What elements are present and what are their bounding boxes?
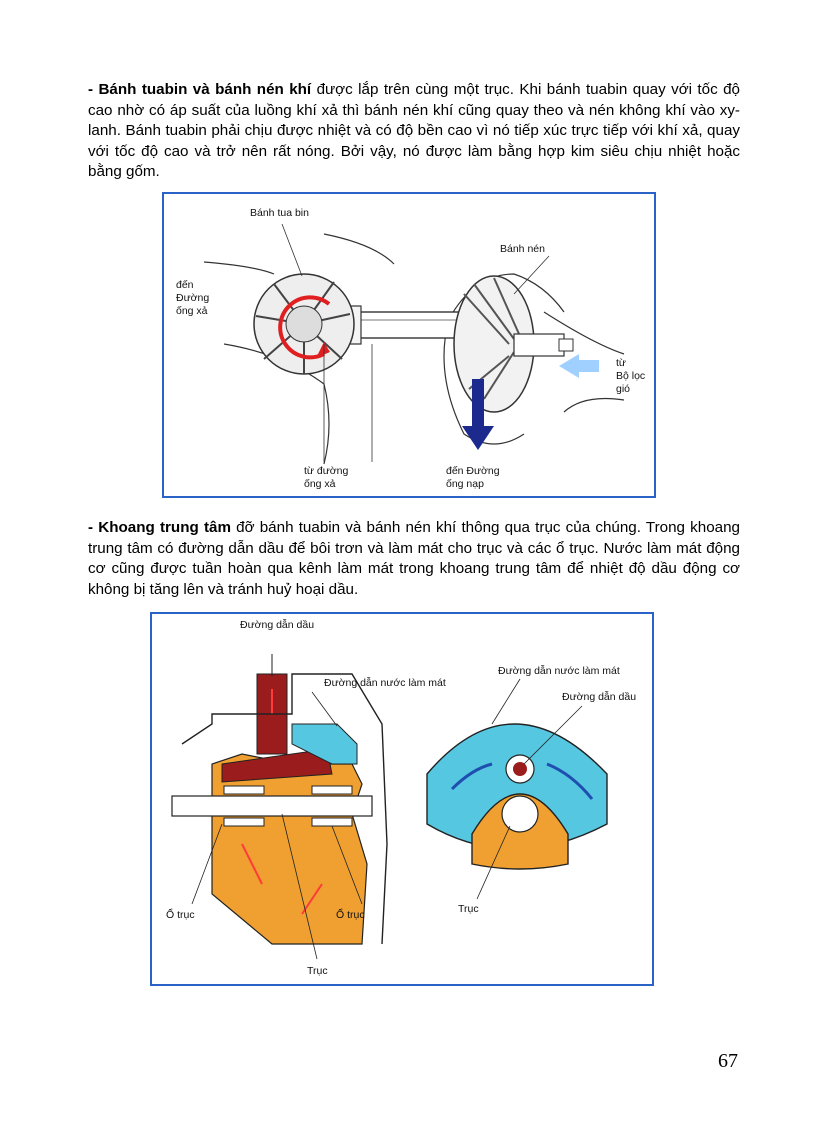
shaft-right	[501, 795, 539, 833]
shaft-left	[171, 795, 373, 817]
label-to-exhaust-2: Đường	[176, 292, 209, 304]
paragraph-lead: - Bánh tuabin và bánh nén khí	[88, 81, 312, 98]
label-to-intake-2: ống nạp	[446, 478, 484, 490]
label-from-filter-2: Bộ lọc	[616, 370, 645, 382]
label-to-exhaust-3: ống xả	[176, 305, 208, 317]
label-from-exhaust-1: từ đường	[304, 465, 348, 477]
housing-section-left	[171, 654, 388, 960]
page-number: 67	[718, 1050, 738, 1072]
figure-center-housing: Đường dẫn dầu Đường dẫn nước làm mát Ổ t…	[150, 612, 654, 986]
intake-arrow	[462, 379, 494, 450]
paragraph-turbine-wheels: - Bánh tuabin và bánh nén khí được lắp t…	[88, 80, 740, 183]
label-to-intake-1: đến Đường	[446, 465, 500, 477]
label-to-exhaust-1: đến	[176, 279, 194, 291]
label-bearing-left: Ổ trục	[166, 908, 195, 921]
paragraph-text: đỡ bánh tuabin và bánh nén khí thông qua…	[88, 519, 740, 598]
rotation-arrow	[278, 295, 331, 360]
air-in-arrow	[559, 354, 599, 378]
housing-section-right	[426, 678, 608, 900]
label-oil-passage-top: Đường dẫn dầu	[240, 618, 314, 631]
figure-turbine-compressor: Bánh tua bin Bánh nén đến Đường ống xả t…	[162, 192, 656, 498]
turbine-wheel	[253, 273, 355, 375]
label-from-exhaust-2: ống xả	[304, 478, 336, 490]
paragraph-text: được lắp trên cùng một trục. Khi bánh tu…	[88, 81, 740, 180]
label-water-passage-left: Đường dẫn nước làm mát	[324, 676, 446, 689]
paragraph-center-housing: - Khoang trung tâm đỡ bánh tuabin và bán…	[88, 518, 740, 600]
center-housing-diagram: Đường dẫn dầu Đường dẫn nước làm mát Ổ t…	[166, 618, 636, 977]
label-oil-passage-right: Đường dẫn dầu	[562, 690, 636, 703]
turbine-diagram: Bánh tua bin Bánh nén đến Đường ống xả t…	[176, 207, 645, 490]
paragraph-lead: - Khoang trung tâm	[88, 519, 231, 536]
compressor-wheel	[453, 275, 574, 413]
label-from-filter-3: gió	[616, 383, 630, 395]
label-turbine-wheel: Bánh tua bin	[250, 207, 309, 219]
label-water-passage-right: Đường dẫn nước làm mát	[498, 664, 620, 677]
label-bearing-right: Ổ trục	[336, 908, 365, 921]
label-from-filter-1: từ	[616, 357, 626, 369]
label-shaft-left: Trục	[307, 965, 328, 977]
label-shaft-right: Trục	[458, 903, 479, 915]
label-compressor-wheel: Bánh nén	[500, 243, 545, 255]
